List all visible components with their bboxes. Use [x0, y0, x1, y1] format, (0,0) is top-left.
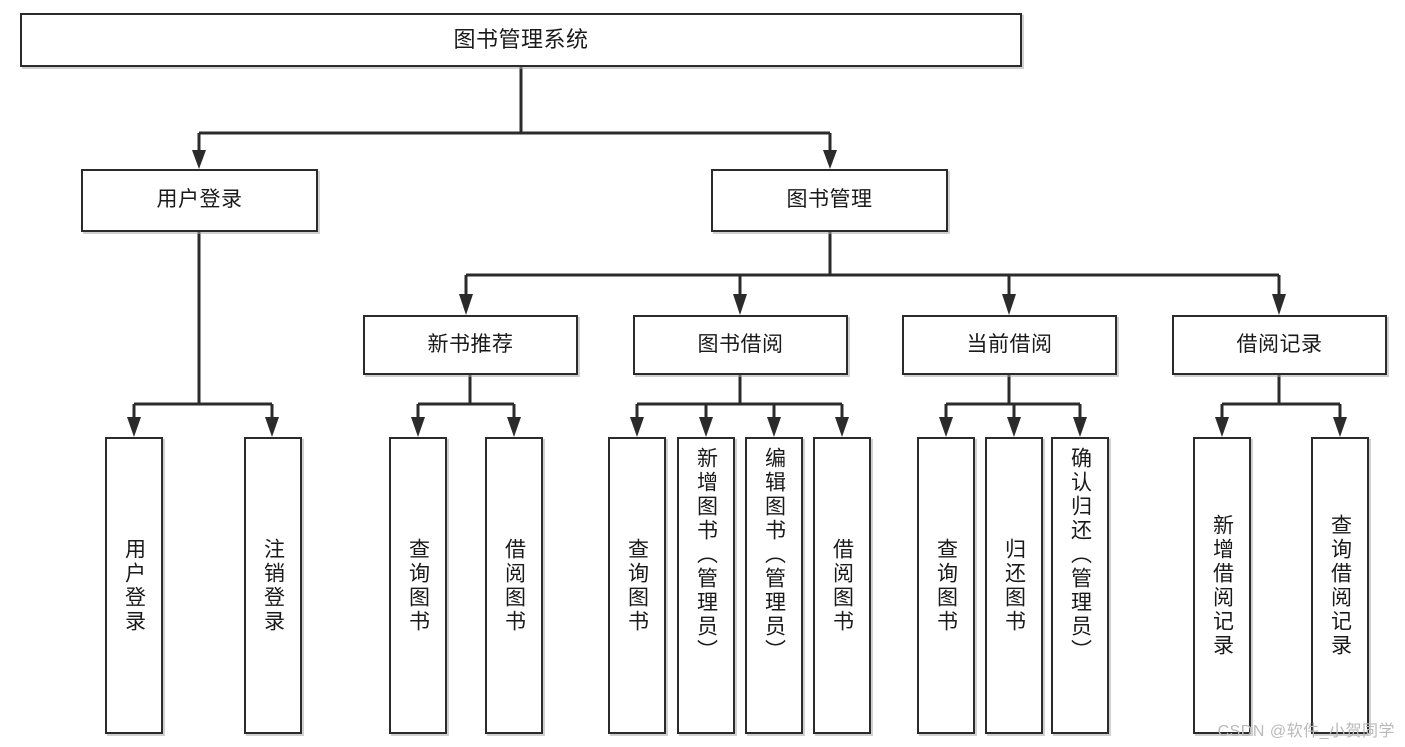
node-label: 注销登录	[261, 537, 285, 634]
leaf-query-book-current[interactable]: 查询图书	[917, 437, 975, 734]
node-label: 新书推荐	[427, 332, 514, 356]
node-label: 用户登录	[156, 188, 243, 212]
leaf-user-logout[interactable]: 注销登录	[244, 437, 302, 734]
node-label: 确认归还（管理员）	[1068, 447, 1092, 663]
node-borrow-record[interactable]: 借阅记录	[1172, 315, 1387, 375]
node-book-borrow[interactable]: 图书借阅	[633, 315, 848, 375]
node-label: 归还图书	[1002, 537, 1026, 634]
node-current-borrow[interactable]: 当前借阅	[902, 315, 1117, 375]
leaf-user-login[interactable]: 用户登录	[105, 437, 163, 734]
node-label: 用户登录	[122, 537, 146, 634]
leaf-confirm-return-admin[interactable]: 确认归还（管理员）	[1051, 437, 1109, 734]
node-book-manage[interactable]: 图书管理	[711, 169, 948, 232]
node-label: 编辑图书（管理员）	[762, 447, 786, 663]
leaf-add-borrow-record[interactable]: 新增借阅记录	[1193, 437, 1251, 734]
node-label: 新增借阅记录	[1210, 513, 1234, 658]
leaf-query-book-recommend[interactable]: 查询图书	[389, 437, 447, 734]
node-label: 查询图书	[406, 537, 430, 634]
node-label: 借阅图书	[502, 537, 526, 634]
leaf-edit-book-admin[interactable]: 编辑图书（管理员）	[745, 437, 803, 734]
node-label: 借阅记录	[1236, 332, 1323, 356]
node-label: 当前借阅	[966, 332, 1053, 356]
leaf-borrow-book[interactable]: 借阅图书	[813, 437, 871, 734]
node-root-book-management-system[interactable]: 图书管理系统	[20, 13, 1022, 67]
node-new-book-recommend[interactable]: 新书推荐	[363, 315, 578, 375]
node-label: 图书借阅	[697, 332, 784, 356]
leaf-query-book-borrow[interactable]: 查询图书	[608, 437, 666, 734]
node-user-login[interactable]: 用户登录	[81, 169, 318, 232]
node-label: 查询图书	[934, 537, 958, 634]
node-label: 图书管理系统	[453, 27, 589, 53]
node-label: 图书管理	[786, 188, 873, 212]
leaf-borrow-book-recommend[interactable]: 借阅图书	[485, 437, 543, 734]
node-label: 查询借阅记录	[1328, 513, 1352, 658]
leaf-return-book[interactable]: 归还图书	[985, 437, 1043, 734]
node-label: 查询图书	[625, 537, 649, 634]
leaf-add-book-admin[interactable]: 新增图书（管理员）	[677, 437, 735, 734]
node-label: 借阅图书	[830, 537, 854, 634]
leaf-query-borrow-record[interactable]: 查询借阅记录	[1311, 437, 1369, 734]
node-label: 新增图书（管理员）	[694, 447, 718, 663]
